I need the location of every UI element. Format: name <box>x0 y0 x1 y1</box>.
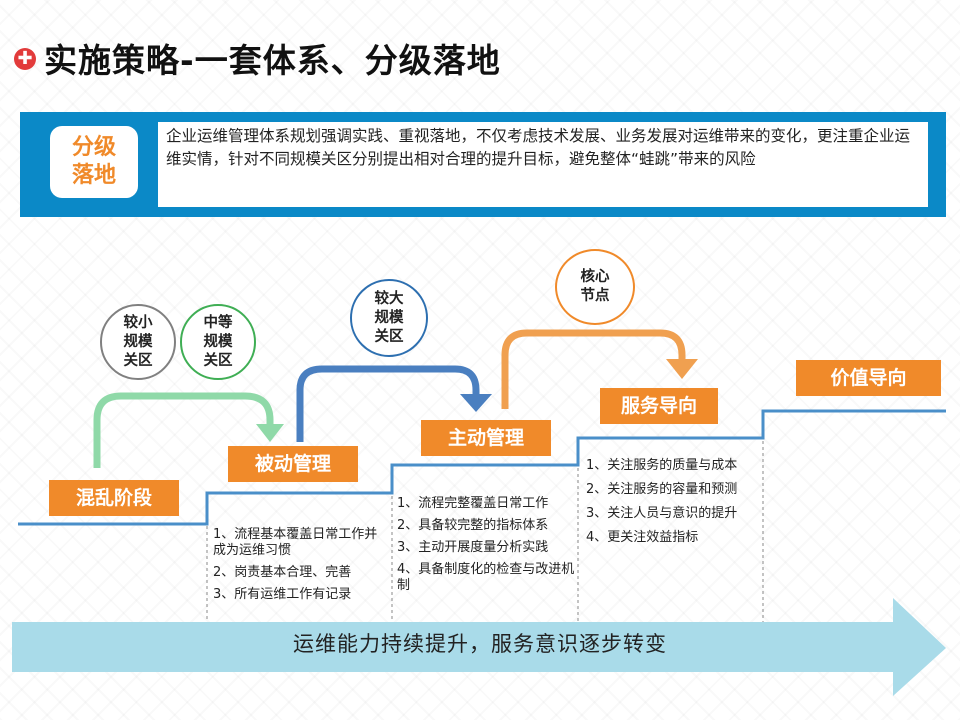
circle-large-region: 较大 规模 关区 <box>350 279 428 357</box>
list-item: 2、关注服务的容量和预测 <box>586 482 738 497</box>
bottom-arrow-text: 运维能力持续提升，服务意识逐步转变 <box>293 632 667 656</box>
stage-chaos: 混乱阶段 <box>49 480 179 516</box>
orange-arrow <box>501 329 686 409</box>
circle-core-node-label: 核心 节点 <box>580 269 610 304</box>
circle-core-node: 核心 节点 <box>555 249 635 325</box>
banner-tag: 分级 落地 <box>50 126 138 198</box>
blue-arrow-head <box>460 394 492 412</box>
step-line <box>18 409 946 526</box>
stage-active: 主动管理 <box>421 420 551 456</box>
green-arrow <box>93 392 274 468</box>
orange-arrow-head <box>666 359 698 379</box>
list-item: 1、流程完整覆盖日常工作 <box>397 496 549 511</box>
stage-passive: 被动管理 <box>228 446 358 482</box>
circle-medium-region-label: 中等 规模 关区 <box>203 314 233 369</box>
banner-text: 企业运维管理体系规划强调实践、重视落地，不仅考虑技术发展、业务发展对运维带来的变… <box>158 122 928 207</box>
bottom-arrow <box>12 598 946 696</box>
blue-arrow <box>296 365 480 442</box>
list-item: 3、所有运维工作有记录 <box>213 587 352 602</box>
list-item: 4、具备制度化的检查与改进机制 <box>397 562 575 593</box>
passive-bullets: 1、流程基本覆盖日常工作并成为运维习惯 2、岗责基本合理、完善 3、所有运维工作… <box>213 527 388 609</box>
stage-service: 服务导向 <box>600 388 718 424</box>
active-bullets: 1、流程完整覆盖日常工作 2、具备较完整的指标体系 3、主动开展度量分析实践 4… <box>397 496 577 600</box>
banner-tag-text: 分级 落地 <box>71 135 116 188</box>
list-item: 2、岗责基本合理、完善 <box>213 565 352 580</box>
list-item: 1、关注服务的质量与成本 <box>586 458 738 473</box>
list-item: 2、具备较完整的指标体系 <box>397 518 549 533</box>
green-arrow-head <box>256 424 284 442</box>
list-item: 1、流程基本覆盖日常工作并成为运维习惯 <box>213 527 378 558</box>
list-item: 3、关注人员与意识的提升 <box>586 506 738 521</box>
circle-medium-region: 中等 规模 关区 <box>180 304 256 380</box>
list-item: 4、更关注效益指标 <box>586 530 699 545</box>
circle-large-region-label: 较大 规模 关区 <box>374 290 404 345</box>
service-bullets: 1、关注服务的质量与成本 2、关注服务的容量和预测 3、关注人员与意识的提升 4… <box>586 458 766 554</box>
list-item: 3、主动开展度量分析实践 <box>397 540 549 555</box>
circle-small-region-label: 较小 规模 关区 <box>123 314 153 369</box>
plus-icon: ✚ <box>14 48 36 70</box>
stage-value: 价值导向 <box>796 360 941 396</box>
page-title: 实施策略-一套体系、分级落地 <box>44 41 501 80</box>
circle-small-region: 较小 规模 关区 <box>100 304 176 380</box>
